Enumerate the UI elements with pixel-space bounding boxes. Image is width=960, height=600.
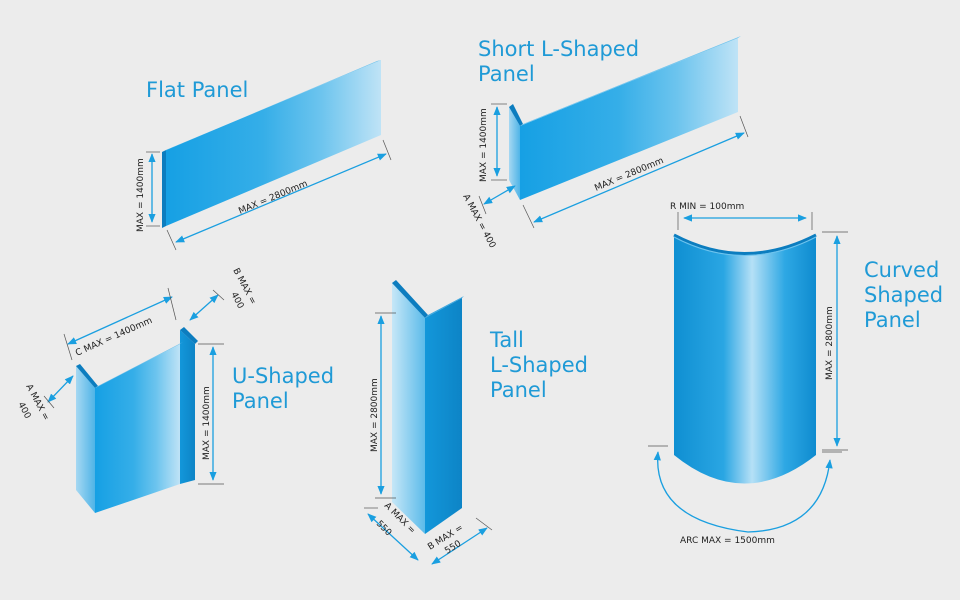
- u-b-dimension: B MAX = 400: [189, 267, 258, 321]
- u-a-label-line2: 400: [15, 401, 32, 421]
- flat-panel-title-line: Flat Panel: [146, 78, 249, 102]
- tall-l-height-dimension: MAX = 2800mm: [370, 312, 396, 499]
- u-panel-shape: [76, 327, 198, 513]
- tall-l-panel-title-line3: Panel: [490, 378, 547, 402]
- curved-panel-title-line3: Panel: [864, 308, 921, 332]
- short-l-height-dimension: MAX = 1400mm: [479, 103, 507, 182]
- tall-l-panel-title-line2: L-Shaped: [490, 353, 588, 377]
- flat-panel-title: Flat Panel: [146, 78, 248, 103]
- curved-height-label: MAX = 2800mm: [825, 306, 835, 380]
- curved-arc-label: ARC MAX = 1500mm: [680, 536, 775, 546]
- u-a-dimension: A MAX = 400: [15, 375, 74, 422]
- u-c-dimension: C MAX = 1400mm: [63, 287, 177, 361]
- tall-l-height-label: MAX = 2800mm: [370, 378, 380, 452]
- tall-l-panel-title: Tall L-Shaped Panel: [490, 328, 588, 403]
- short-l-height-label: MAX = 1400mm: [479, 108, 489, 182]
- curved-arc-dimension: ARC MAX = 1500mm: [648, 445, 842, 546]
- u-panel-title: U-Shaped Panel: [232, 364, 334, 414]
- tall-l-panel-shape: [392, 280, 464, 534]
- curved-radius-label: R MIN = 100mm: [670, 202, 744, 212]
- u-height-label: MAX = 1400mm: [202, 386, 212, 460]
- flat-panel-height-dimension: MAX = 1400mm: [136, 151, 160, 232]
- short-l-a-label: A MAX = 400: [460, 193, 497, 251]
- flat-panel-height-label: MAX = 1400mm: [136, 158, 146, 232]
- curved-panel-shape: [673, 233, 817, 484]
- curved-panel-title-line2: Shaped: [864, 283, 944, 307]
- short-l-a-dimension: A MAX = 400: [460, 185, 516, 251]
- tall-l-panel-title-line1: Tall: [490, 328, 524, 352]
- u-panel-title-line2: Panel: [232, 389, 289, 413]
- short-l-panel-title-line2: Panel: [478, 62, 535, 86]
- curved-height-dimension: MAX = 2800mm: [822, 231, 848, 451]
- u-height-dimension: MAX = 1400mm: [198, 343, 224, 485]
- tall-l-a-label-line2: 550: [374, 519, 393, 538]
- curved-panel-title-line1: Curved: [864, 258, 940, 282]
- curved-radius-dimension: R MIN = 100mm: [670, 202, 813, 230]
- u-panel-title-line1: U-Shaped: [232, 364, 335, 388]
- short-l-panel-title-line1: Short L-Shaped: [478, 37, 640, 61]
- short-l-panel-title: Short L-Shaped Panel: [478, 37, 639, 87]
- curved-panel-title: Curved Shaped Panel: [864, 258, 943, 333]
- u-c-label: C MAX = 1400mm: [74, 316, 154, 359]
